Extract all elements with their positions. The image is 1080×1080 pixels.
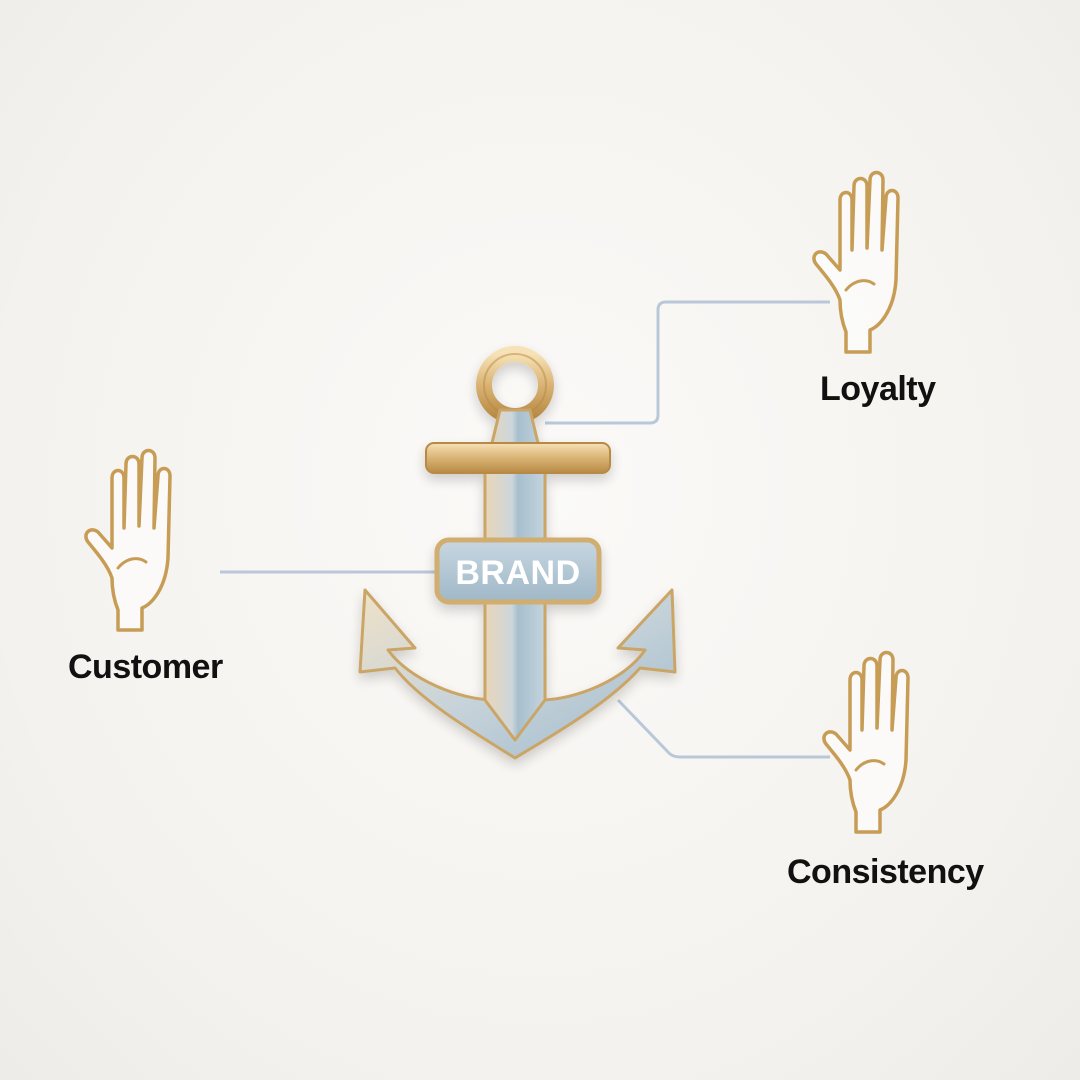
connector-loyalty <box>545 300 830 425</box>
node-label-consistency: Consistency <box>787 853 984 891</box>
anchor-icon: BRAND <box>358 346 677 760</box>
hand-icon <box>84 448 172 632</box>
hand-icon <box>812 170 900 354</box>
connector-consistency <box>616 698 830 759</box>
node-label-customer: Customer <box>68 648 223 686</box>
node-label-loyalty: Loyalty <box>820 370 936 408</box>
brand-label: BRAND <box>455 554 580 592</box>
hand-icon <box>822 650 910 834</box>
